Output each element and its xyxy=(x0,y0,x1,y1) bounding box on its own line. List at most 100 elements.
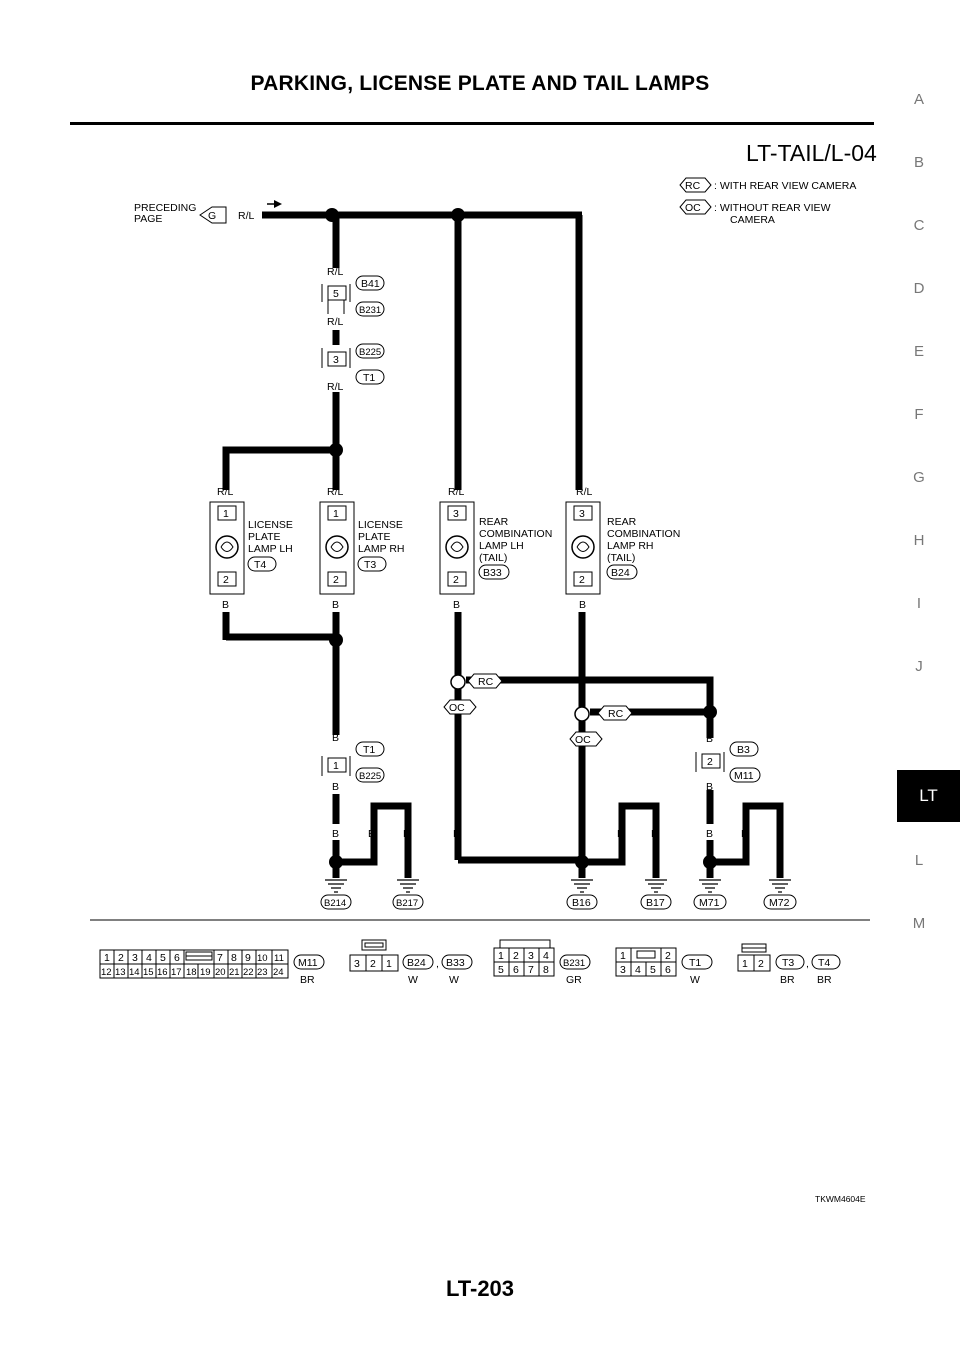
section-letter[interactable]: I xyxy=(916,595,922,612)
ground-m71[interactable]: M71 xyxy=(693,879,727,910)
connector-view-t3-t4[interactable]: 1 2 T3 , T4 BR BR xyxy=(737,943,841,986)
wire-color-label: B xyxy=(706,781,713,793)
section-letter[interactable]: D xyxy=(913,280,925,297)
connector-view-m11[interactable]: 1 2 3 4 5 6 7 8 9 10 11 12 13 14 15 16 1… xyxy=(99,949,325,986)
pin-number: 5 xyxy=(650,964,656,976)
wire-color-label: B xyxy=(741,828,748,840)
legend-oc-text2: CAMERA xyxy=(730,214,775,226)
section-letter[interactable]: F xyxy=(914,406,924,423)
section-letter[interactable]: M xyxy=(912,915,926,932)
option-oc: OC xyxy=(449,702,465,714)
connector-view-b231[interactable]: 1 2 3 4 5 6 7 8 B231 GR xyxy=(493,939,591,986)
pin-number: 3 xyxy=(333,354,339,366)
connector-color: BR xyxy=(780,974,795,986)
wire-color-label: R/L xyxy=(327,381,344,393)
connector-id: T1 xyxy=(363,372,375,384)
connector-id: M11 xyxy=(298,957,318,969)
ground-b16[interactable]: B16 xyxy=(566,879,598,910)
connector-id: T4 xyxy=(818,957,830,969)
option-rc: RC xyxy=(478,676,494,688)
ground-id: B217 xyxy=(396,898,418,909)
ground-icon xyxy=(769,879,791,893)
section-letter[interactable]: L xyxy=(914,852,924,869)
lamp-license-plate-lh[interactable]: R/L 1 2 LICENSE PLATE LAMP LH T4 B xyxy=(209,486,293,611)
bulb-icon xyxy=(445,535,469,559)
pin-number: 13 xyxy=(115,967,126,978)
section-tab-active[interactable]: LT xyxy=(897,770,960,822)
bulb-icon xyxy=(325,535,349,559)
lamp-rear-combination-lh[interactable]: R/L 3 2 REAR COMBINATION LAMP LH (TAIL) … xyxy=(439,486,552,611)
header-rule xyxy=(70,122,874,125)
connector-id: B3 xyxy=(737,744,750,756)
wire-color-label: B xyxy=(403,828,410,840)
pin-number: 2 xyxy=(665,950,671,962)
legend-oc-code: OC xyxy=(685,202,701,214)
lamp-license-plate-rh[interactable]: R/L 1 2 LICENSE PLATE LAMP RH T3 B xyxy=(319,486,405,611)
connector-b3-m11[interactable]: B 2 B3 M11 B xyxy=(695,733,761,793)
connector-id: T3 xyxy=(364,559,376,571)
wire-color-label: B xyxy=(578,828,585,840)
lamp-rear-combination-rh[interactable]: R/L 3 2 REAR COMBINATION LAMP RH (TAIL) … xyxy=(565,486,680,611)
connector-view-b24-b33[interactable]: 3 2 1 B24 , B33 W W xyxy=(349,939,473,986)
pin-number: 4 xyxy=(635,964,641,976)
pin-number: 4 xyxy=(543,950,549,962)
pin-number: 18 xyxy=(186,967,197,978)
wire-color-label: R/L xyxy=(327,266,344,278)
ground-b214[interactable]: B214 xyxy=(320,879,352,910)
connector-b41-b231[interactable]: R/L 5 B41 B231 R/L xyxy=(321,266,385,328)
pin-number: 23 xyxy=(257,967,268,978)
wire-color-label: B xyxy=(453,828,460,840)
connector-id: B33 xyxy=(446,957,465,969)
wire-color-label: R/L xyxy=(327,486,344,498)
wire-color-label: B xyxy=(617,828,624,840)
ground-icon xyxy=(397,879,419,893)
lamp-label: (TAIL) xyxy=(479,552,507,564)
option-tags: RC OC RC OC xyxy=(443,673,633,747)
pin-number: 1 xyxy=(742,958,748,970)
pin-number: 24 xyxy=(273,967,284,978)
pin-number: 3 xyxy=(620,964,626,976)
pin-number: 8 xyxy=(231,952,237,964)
pin-number: 3 xyxy=(132,952,138,964)
pin-number: 3 xyxy=(453,508,459,520)
section-letter[interactable]: E xyxy=(913,343,924,360)
connector-id: B225 xyxy=(359,771,381,782)
separator: , xyxy=(806,958,809,970)
ground-id: B214 xyxy=(324,898,346,909)
pin-number: 15 xyxy=(143,967,154,978)
connector-b225-t1[interactable]: 3 B225 T1 R/L xyxy=(321,343,385,393)
legend-oc-text: : WITHOUT REAR VIEW xyxy=(714,202,831,214)
pin-number: 5 xyxy=(333,288,339,300)
section-letter[interactable]: J xyxy=(915,658,923,675)
pin-number: 1 xyxy=(333,508,339,520)
arrow-right-icon xyxy=(274,200,282,208)
ground-m72[interactable]: M72 xyxy=(763,879,797,910)
section-letter[interactable]: G xyxy=(913,469,925,486)
section-letter[interactable]: B xyxy=(913,154,924,171)
connector-color: W xyxy=(449,974,459,986)
pin-number: 1 xyxy=(498,950,504,962)
connector-view-t1[interactable]: 1 2 3 4 5 6 T1 W xyxy=(615,947,713,986)
ground-b217[interactable]: B217 xyxy=(392,879,424,910)
pin-number: 21 xyxy=(229,967,240,978)
wire-color-label: B xyxy=(453,599,460,611)
page-title: PARKING, LICENSE PLATE AND TAIL LAMPS xyxy=(250,72,710,95)
wire-color-label: B xyxy=(579,599,586,611)
pin-number: 14 xyxy=(129,967,140,978)
lamp-label: LAMP LH xyxy=(248,543,293,555)
connector-id: T4 xyxy=(254,559,266,571)
section-letter[interactable]: A xyxy=(913,91,924,108)
ground-b17[interactable]: B17 xyxy=(640,879,672,910)
pin-number: 2 xyxy=(370,958,376,970)
preceding-page-ref[interactable]: PRECEDING PAGE G R/L xyxy=(134,200,332,225)
section-letter[interactable]: H xyxy=(913,532,925,549)
pin-number: 2 xyxy=(579,574,585,586)
ground-id: M72 xyxy=(769,897,790,909)
section-letter[interactable]: C xyxy=(913,217,925,234)
connector-t1-b225[interactable]: B 1 T1 B225 B xyxy=(321,732,385,793)
pin-number: 3 xyxy=(579,508,585,520)
legend: RC : WITH REAR VIEW CAMERA OC : WITHOUT … xyxy=(679,177,856,226)
wire-color-label: B xyxy=(776,828,783,840)
